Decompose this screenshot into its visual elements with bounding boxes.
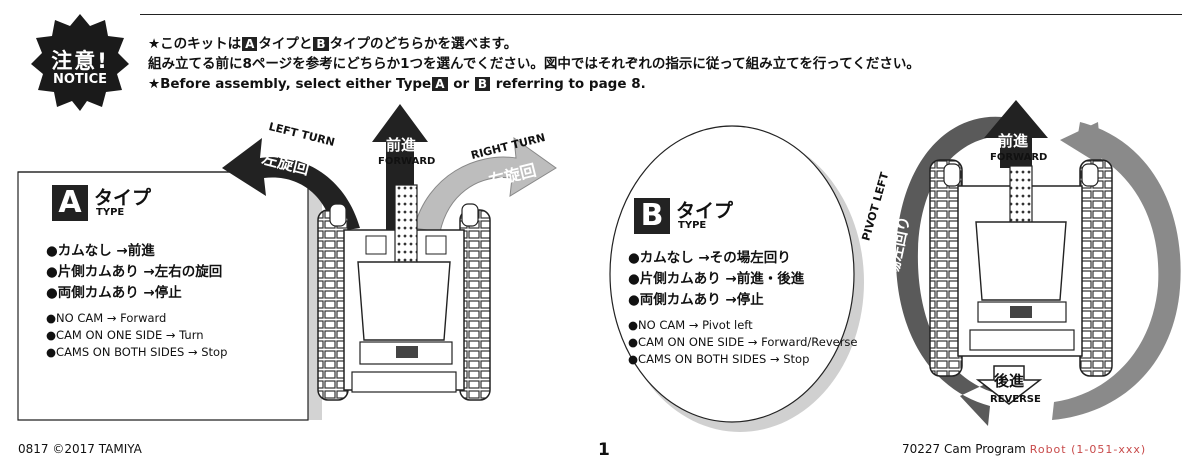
list-item: ●CAMS ON BOTH SIDES → Stop [46, 345, 228, 359]
type-b-en-list: ●NO CAM → Pivot left ●CAM ON ONE SIDE → … [628, 317, 882, 368]
list-item: ●両側カムあり →停止 [628, 292, 764, 308]
notice-line-1-b: タイプと [258, 36, 313, 52]
type-a-box-en: A [432, 77, 448, 91]
list-item: ●両側カムあり →停止 [46, 285, 182, 301]
notice-badge-shape [31, 14, 129, 111]
pivot-ring-right [1052, 122, 1181, 420]
notice-badge: 注意! NOTICE [30, 12, 130, 112]
type-a-box: A [242, 37, 258, 51]
type-b-letter: B [634, 198, 670, 234]
type-b-section: B タイプ TYPE ●カムなし →その場左回り ●片側カムあり →前進・後進 … [622, 196, 882, 368]
type-b-disk [609, 125, 855, 423]
notice-line-1-a: ★このキットは [148, 36, 242, 52]
list-item: ●NO CAM → Forward [46, 311, 167, 325]
footer-product: 70227 Cam Program Robot (1-051-xxx) [902, 442, 1146, 456]
list-item: ●片側カムあり →前進・後進 [628, 271, 805, 287]
right-turn-arrow [413, 136, 557, 233]
robot-a [317, 184, 491, 401]
forward-label-b-en: FORWARD [990, 152, 1048, 163]
type-a-letter: A [52, 185, 88, 221]
notice-line-3-b: or [448, 76, 474, 92]
notice-badge-en: NOTICE [52, 72, 108, 87]
type-b-title-en: TYPE [678, 220, 707, 231]
footer-code: 0817 [18, 442, 49, 456]
list-item: ●CAM ON ONE SIDE → Forward/Reverse [628, 335, 858, 349]
notice-line-2: 組み立てる前に8ページを参考にどちらか1つを選んでください。図中ではそれぞれの指… [148, 56, 920, 72]
pivot-ring-left [895, 116, 1012, 426]
pivot-arrow-head [1060, 122, 1102, 166]
type-a-section: A タイプ TYPE ●カムなし →前進 ●片側カムあり →左右の旋回 ●両側カ… [40, 183, 298, 361]
list-item: ●片側カムあり →左右の旋回 [46, 264, 223, 280]
notice-line-3-c: referring to page 8. [491, 76, 646, 92]
reverse-arrow-b [975, 365, 1043, 405]
reverse-label-jp: 後進 [994, 372, 1025, 390]
list-item: ●カムなし →前進 [46, 243, 155, 259]
notice-badge-jp: 注意! [51, 49, 109, 73]
forward-label-b-jp: 前進 [998, 132, 1029, 150]
left-turn-arrow [222, 138, 360, 232]
type-a-en-list: ●NO CAM → Forward ●CAM ON ONE SIDE → Tur… [46, 310, 298, 361]
list-item: ●CAMS ON BOTH SIDES → Stop [628, 352, 810, 366]
notice-line-1-c: タイプのどちらかを選べます。 [329, 36, 518, 52]
forward-arrow-b [984, 100, 1048, 168]
type-a-title-jp: タイプ [94, 187, 152, 209]
list-item: ●NO CAM → Pivot left [628, 318, 753, 332]
type-a-title-en: TYPE [96, 207, 125, 218]
list-item: ●CAM ON ONE SIDE → Turn [46, 328, 204, 342]
footer-copyright: 0817 ©2017 TAMIYA [18, 442, 142, 456]
type-a-heading: A タイプ TYPE [40, 183, 298, 227]
type-b-heading: B タイプ TYPE [622, 196, 882, 240]
footer-product-obscured: Robot (1-051-xxx) [1029, 443, 1147, 456]
top-rule [140, 14, 1182, 15]
type-b-jp-list: ●カムなし →その場左回り ●片側カムあり →前進・後進 ●両側カムあり →停止 [628, 248, 882, 311]
footer-copyright-text: ©2017 TAMIYA [52, 442, 142, 456]
page-number: 1 [598, 440, 610, 460]
reverse-label-en: REVERSE [990, 394, 1041, 405]
footer-product-text: 70227 Cam Program [902, 442, 1026, 456]
notice-line-3-a: ★Before assembly, select either Type [148, 76, 432, 92]
type-a-jp-list: ●カムなし →前進 ●片側カムあり →左右の旋回 ●両側カムあり →停止 [46, 241, 298, 304]
type-b-box: B [313, 37, 329, 51]
list-item: ●カムなし →その場左回り [628, 250, 791, 266]
type-b-title-jp: タイプ [676, 200, 734, 222]
forward-label-a-en: FORWARD [378, 156, 436, 167]
robot-b [929, 159, 1113, 377]
type-b-box-en: B [474, 77, 491, 91]
forward-label-a-jp: 前進 [386, 136, 417, 154]
